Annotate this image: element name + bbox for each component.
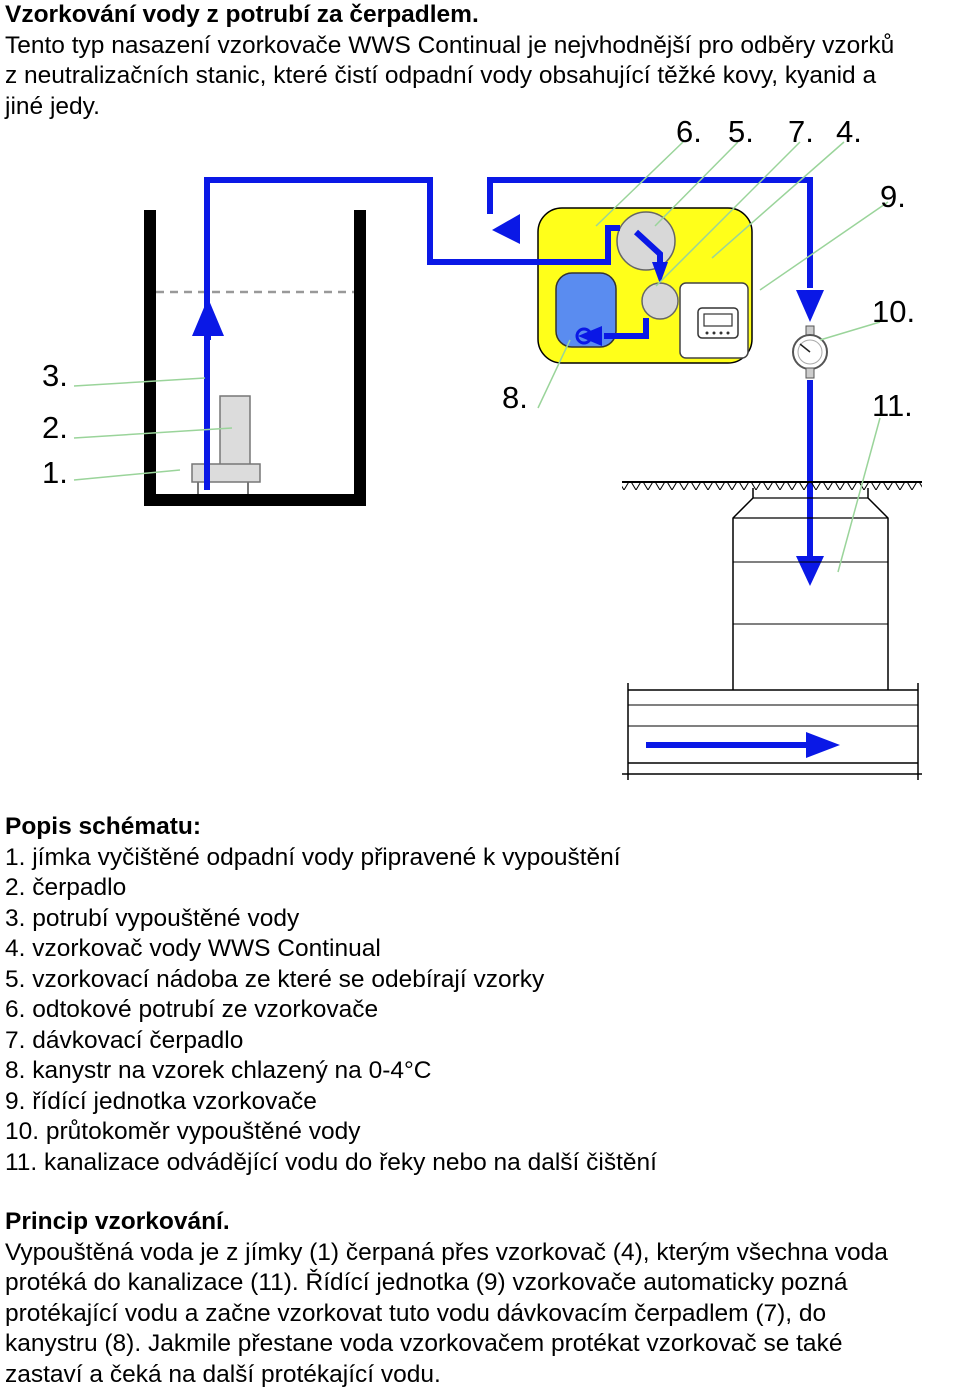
legend-item: 2. čerpadlo [5,874,127,901]
pipes [204,177,813,748]
dosing-pump [641,282,679,320]
flow-meter [792,325,828,379]
legend-item: 1. jímka vyčištěné odpadní vody připrave… [5,843,621,871]
label-6: 6. [676,114,702,149]
legend-section: Popis schématu: 1. jímka vyčištěné odpad… [5,812,657,1178]
outflow-pipe [487,177,813,288]
sampling-schematic: 3. 2. 1. 6. 5. 7. 4. 9. 10. 11. 8. [42,114,922,780]
legend-item: 8. kanystr na vzorek chlazený na 0-4°C [5,1057,432,1084]
intro-line: Tento typ nasazení vzorkovače WWS Contin… [5,31,895,59]
intro-line: jiné jedy. [5,92,100,120]
legend-item: 9. řídící jednotka vzorkovače [5,1087,317,1115]
legend-item: 3. potrubí vypouštěné vody [5,904,300,932]
label-10: 10. [872,294,915,329]
sewer [622,481,922,780]
label-4: 4. [836,114,862,149]
principle-line: kanystru (8). Jakmile přestane voda vzor… [5,1330,843,1357]
legend-item: 10. průtokoměr vypouštěné vody [5,1118,361,1145]
legend-item: 5. vzorkovací nádoba ze které se odebíra… [5,965,545,993]
dosing-line [604,318,649,339]
legend-title: Popis schématu: [5,813,202,840]
intro-section: Vzorkování vody z potrubí za čerpadlem. … [5,0,894,122]
label-1: 1. [42,455,68,490]
flow-arrows [192,214,840,758]
label-9: 9. [880,179,906,214]
label-8: 8. [502,380,528,415]
sump-tank [144,210,366,506]
principle-line: protéká do kanalizace (11). Řídící jedno… [5,1269,848,1296]
principle-line: zastaví a čeká na další protékající vodu… [5,1360,441,1388]
intro-line: z neutralizačních stanic, které čistí od… [5,62,877,89]
label-2: 2. [42,410,68,445]
principle-line: protékající vodu a začne vzorkovat tuto … [5,1299,827,1327]
principle-line: Vypouštěná voda je z jímky (1) čerpaná p… [5,1238,888,1266]
legend-item: 4. vzorkovač vody WWS Continual [5,935,381,962]
label-3: 3. [42,358,68,393]
leader-lines [73,141,889,573]
intro-title: Vzorkování vody z potrubí za čerpadlem. [5,1,479,28]
label-5: 5. [728,114,754,149]
pump [191,395,261,494]
principle-title: Princip vzorkování. [5,1208,230,1235]
legend-item: 7. dávkovací čerpadlo [5,1026,244,1054]
label-11: 11. [872,388,913,423]
legend-item: 6. odtokové potrubí ze vzorkovače [5,996,379,1023]
legend-item: 11. kanalizace odvádějící vodu do řeky n… [5,1148,657,1176]
control-unit [697,307,739,339]
label-7: 7. [788,114,814,149]
discharge-pipe [204,177,620,490]
principle-section: Princip vzorkování. Vypouštěná voda je z… [5,1207,888,1390]
